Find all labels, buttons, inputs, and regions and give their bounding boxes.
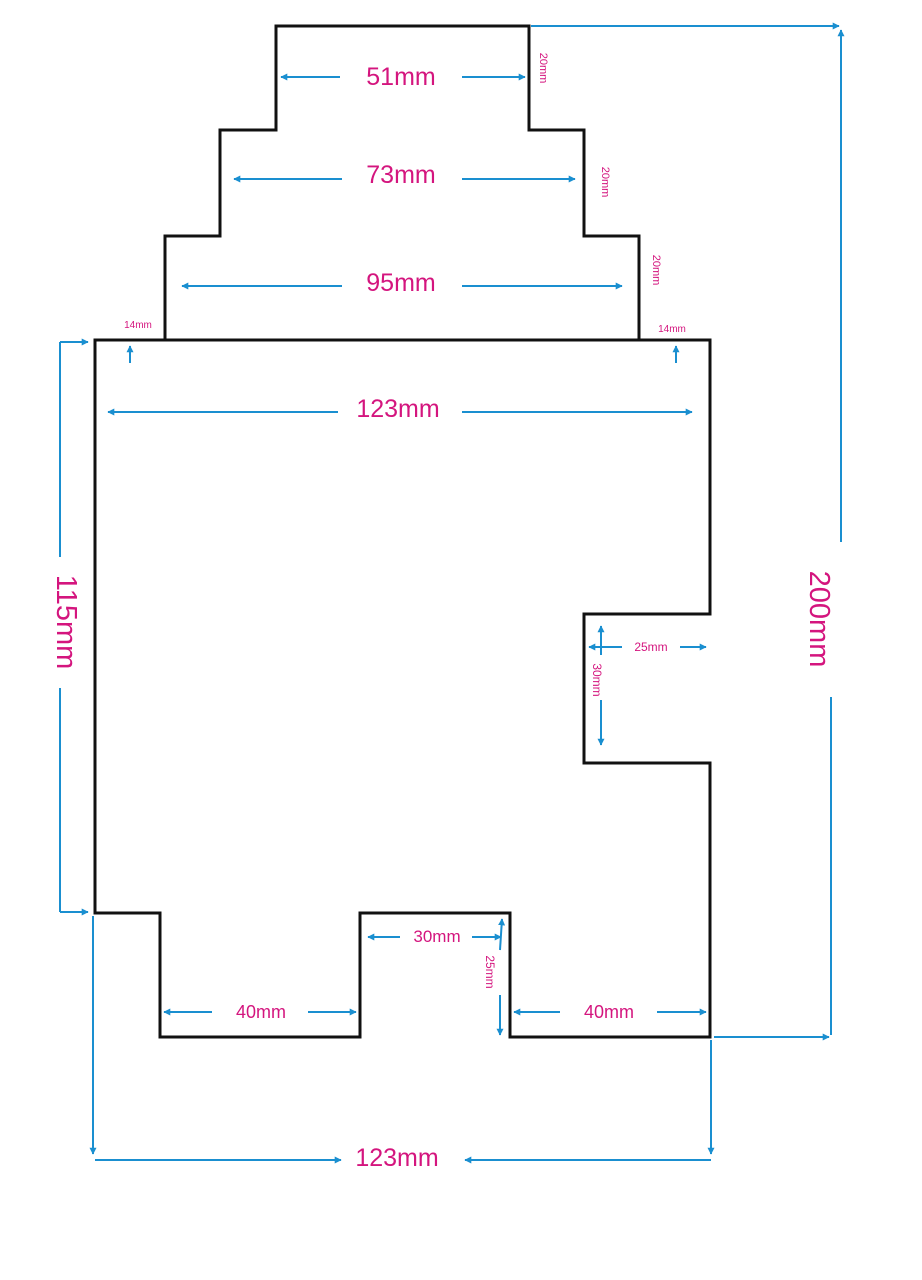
step3-width-label: 95mm — [366, 269, 435, 297]
right-offset-label: 14mm — [658, 324, 686, 335]
dimension-lines — [59, 22, 845, 1164]
bottom-gap-depth-arrow-up — [498, 918, 506, 951]
left-offset-label: 14mm — [124, 320, 152, 331]
step1-width-label: 51mm — [366, 63, 435, 91]
right-foot-width-label: 40mm — [584, 1002, 634, 1022]
notch-depth-label: 25mm — [634, 640, 667, 654]
bottom-gap-depth-label: 25mm — [483, 955, 497, 988]
overall-width-label: 123mm — [355, 1144, 438, 1172]
step2-height-label: 20mm — [599, 167, 611, 198]
step3-height-label: 20mm — [650, 255, 662, 286]
step2-width-label: 73mm — [366, 161, 435, 189]
body-width-label: 123mm — [356, 395, 439, 423]
bottom-gap-width-label: 30mm — [413, 927, 460, 946]
left-foot-width-label: 40mm — [236, 1002, 286, 1022]
body-height-label: 115mm — [50, 575, 82, 670]
total-height-label: 200mm — [803, 571, 835, 668]
notch-height-label: 30mm — [590, 663, 604, 696]
step1-height-label: 20mm — [537, 53, 549, 84]
shape-outline — [93, 24, 712, 1039]
